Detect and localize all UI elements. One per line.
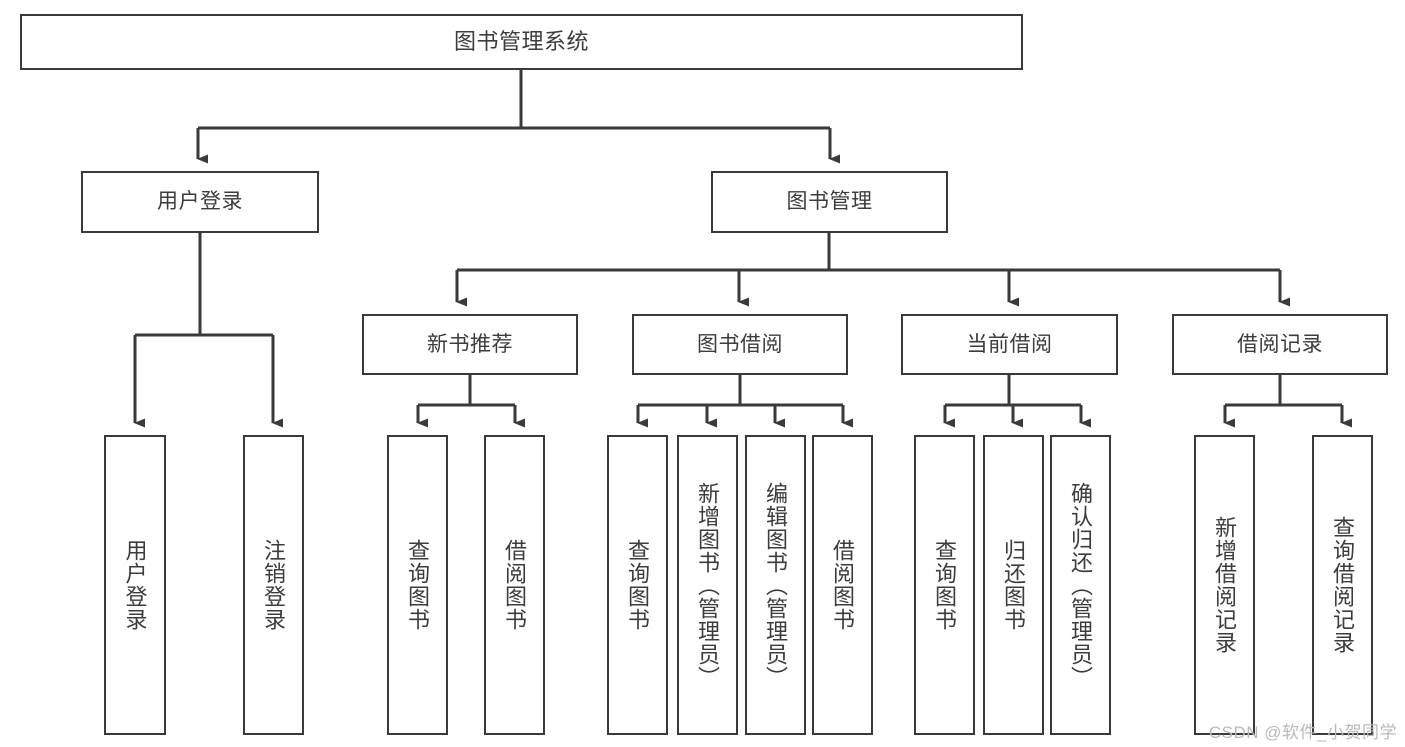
node-leaf-query-borrow-record[interactable]: 查询借阅记录 <box>1312 435 1373 735</box>
node-label: 查询借阅记录 <box>1330 516 1356 654</box>
node-label: 用户登录 <box>122 539 148 631</box>
watermark-label: CSDN @软件_小贺同学 <box>1208 723 1397 742</box>
node-label: 新书推荐 <box>427 332 513 356</box>
node-book-management-system[interactable]: 图书管理系统 <box>20 14 1023 70</box>
node-leaf-borrow-book-2[interactable]: 借阅图书 <box>812 435 873 735</box>
node-label: 编辑图书（管理员） <box>763 481 789 689</box>
node-label: 图书借阅 <box>697 332 783 356</box>
node-leaf-add-borrow-record[interactable]: 新增借阅记录 <box>1194 435 1255 735</box>
node-leaf-return-book[interactable]: 归还图书 <box>983 435 1044 735</box>
node-leaf-edit-book-admin[interactable]: 编辑图书（管理员） <box>745 435 806 735</box>
node-leaf-query-book-3[interactable]: 查询图书 <box>914 435 975 735</box>
node-label: 查询图书 <box>405 539 431 631</box>
node-book-borrow[interactable]: 图书借阅 <box>632 314 848 375</box>
node-label: 借阅图书 <box>502 539 528 631</box>
node-label: 借阅记录 <box>1237 332 1323 356</box>
node-label: 新增图书（管理员） <box>695 481 721 689</box>
node-label: 查询图书 <box>932 539 958 631</box>
node-leaf-add-book-admin[interactable]: 新增图书（管理员） <box>677 435 738 735</box>
node-leaf-user-login[interactable]: 用户登录 <box>104 435 166 735</box>
node-user-login[interactable]: 用户登录 <box>81 171 319 233</box>
node-label: 图书管理 <box>786 190 873 214</box>
node-label: 当前借阅 <box>966 332 1053 356</box>
node-leaf-query-book-2[interactable]: 查询图书 <box>607 435 668 735</box>
node-label: 用户登录 <box>157 190 243 214</box>
node-new-book-recommend[interactable]: 新书推荐 <box>362 314 578 375</box>
node-leaf-logout-login[interactable]: 注销登录 <box>243 435 304 735</box>
node-borrow-record[interactable]: 借阅记录 <box>1172 314 1388 375</box>
node-label: 图书管理系统 <box>453 28 589 54</box>
node-book-management[interactable]: 图书管理 <box>711 171 948 233</box>
node-label: 确认归还（管理员） <box>1068 481 1094 689</box>
node-leaf-confirm-return-admin[interactable]: 确认归还（管理员） <box>1050 435 1111 735</box>
node-label: 归还图书 <box>1001 539 1027 631</box>
node-label: 新增借阅记录 <box>1212 516 1238 654</box>
node-label: 查询图书 <box>625 539 651 631</box>
node-label: 借阅图书 <box>830 539 856 631</box>
node-leaf-query-book-1[interactable]: 查询图书 <box>387 435 448 735</box>
node-leaf-borrow-book-1[interactable]: 借阅图书 <box>484 435 545 735</box>
node-label: 注销登录 <box>261 539 287 631</box>
node-current-borrow[interactable]: 当前借阅 <box>901 314 1118 375</box>
